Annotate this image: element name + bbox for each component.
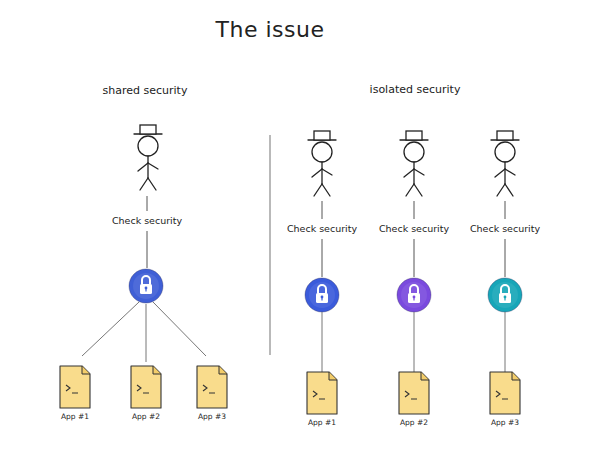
wire-line [322, 312, 323, 376]
file-shape [307, 372, 337, 414]
file-fold [219, 366, 227, 374]
file-label: App #2 [389, 418, 439, 427]
stick-figure [491, 131, 519, 196]
file-shape [197, 366, 227, 408]
divider-line [269, 135, 270, 355]
section-heading: shared security [103, 85, 188, 98]
wire-line [414, 312, 415, 376]
app-file: App #3 [480, 370, 530, 432]
file-label: App #3 [187, 412, 237, 421]
file-label: App #1 [50, 412, 100, 421]
section-heading: isolated security [370, 84, 461, 97]
diagram-title: The issue [216, 17, 325, 42]
file-icon [50, 364, 100, 410]
file-icon [297, 370, 347, 416]
step-label: Check security [112, 216, 182, 227]
file-fold [153, 366, 161, 374]
terminal-symbol [137, 385, 149, 393]
terminal-symbol [405, 391, 417, 399]
app-file: App #1 [297, 370, 347, 432]
lock-symbol [488, 278, 522, 312]
terminal-symbol [496, 391, 508, 399]
file-icon [121, 364, 171, 410]
terminal-symbol [203, 385, 215, 393]
file-label: App #3 [480, 418, 530, 427]
terminal-symbol [313, 391, 325, 399]
step-label: Check security [470, 224, 540, 235]
leader-line [147, 196, 148, 211]
file-shape [131, 366, 161, 408]
wire-line [82, 302, 139, 356]
terminal-symbol [66, 385, 78, 393]
file-label: App #2 [121, 412, 171, 421]
leader-line [505, 239, 506, 277]
lock-symbol [397, 278, 431, 312]
leader-line [414, 201, 415, 219]
file-icon [187, 364, 237, 410]
stick-figure [400, 131, 428, 196]
leader-line [147, 231, 148, 268]
wire-line [153, 302, 206, 356]
step-label: Check security [379, 224, 449, 235]
app-file: App #2 [389, 370, 439, 432]
file-fold [421, 372, 429, 380]
lock-symbol [305, 278, 339, 312]
stick-figure [308, 131, 336, 196]
leader-line [322, 201, 323, 219]
step-label: Check security [287, 224, 357, 235]
app-file: App #3 [187, 364, 237, 426]
file-shape [60, 366, 90, 408]
stick-figure [134, 125, 162, 190]
wire-line [505, 312, 506, 376]
file-icon [389, 370, 439, 416]
file-fold [82, 366, 90, 374]
file-shape [399, 372, 429, 414]
leader-line [505, 201, 506, 219]
file-label: App #1 [297, 418, 347, 427]
file-fold [512, 372, 520, 380]
file-shape [490, 372, 520, 414]
file-fold [329, 372, 337, 380]
leader-line [322, 239, 323, 277]
lock-symbol [129, 269, 163, 303]
leader-line [414, 239, 415, 277]
file-icon [480, 370, 530, 416]
app-file: App #1 [50, 364, 100, 426]
wire-line [146, 304, 147, 362]
app-file: App #2 [121, 364, 171, 426]
